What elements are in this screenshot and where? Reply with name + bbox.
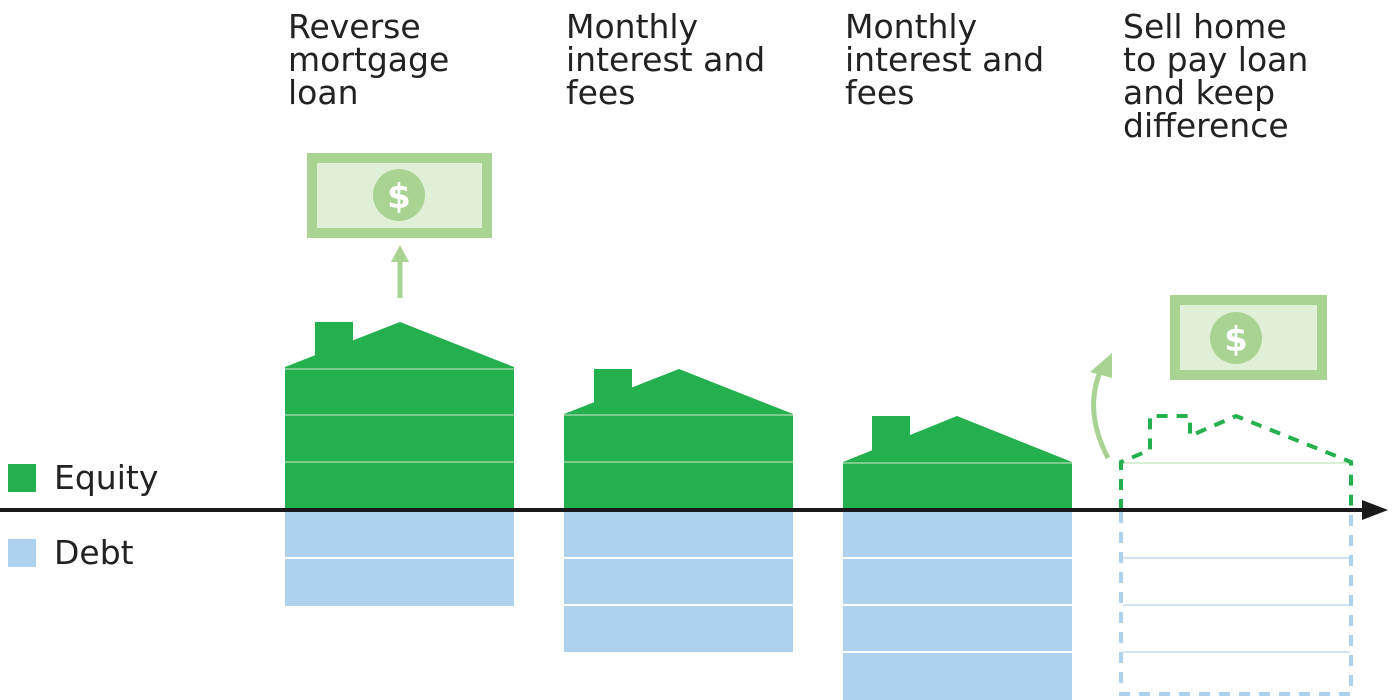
legend-equity-swatch (8, 463, 36, 492)
house-3-debt (843, 510, 1072, 700)
dollar-bill-icon-2: $ (1170, 295, 1327, 380)
legend-equity: Equity (8, 458, 158, 497)
house-4-equity-outline (1119, 413, 1353, 510)
legend-debt-label: Debt (54, 533, 134, 572)
house-3 (843, 416, 1072, 700)
arrow-up-icon (391, 245, 409, 298)
legend-debt: Debt (8, 533, 134, 572)
house-2 (564, 369, 793, 652)
legend-equity-label: Equity (54, 458, 159, 497)
stage-label-monthly-interest-1: Monthly interest and fees (566, 7, 766, 112)
dollar-bill-icon: $ (307, 153, 492, 238)
house-1-equity (285, 322, 514, 510)
stage-label-sell-home: Sell home to pay loan and keep differenc… (1123, 7, 1309, 145)
svg-text:$: $ (387, 177, 411, 217)
house-1 (285, 322, 514, 606)
house-1-debt (285, 510, 514, 606)
house-2-equity (564, 369, 793, 510)
arrow-right-icon (1362, 500, 1388, 520)
legend-debt-swatch (8, 538, 36, 567)
house-4-sold-outline (1119, 413, 1353, 696)
stage-label-monthly-interest-2: Monthly interest and fees (845, 7, 1045, 112)
svg-text:$: $ (1224, 320, 1248, 360)
curved-arrow-icon (1090, 353, 1112, 460)
house-3-equity (843, 416, 1072, 510)
stage-label-reverse-mortgage-loan: Reverse mortgage loan (288, 7, 450, 112)
house-2-debt (564, 510, 793, 652)
house-4-debt-outline (1119, 512, 1353, 696)
